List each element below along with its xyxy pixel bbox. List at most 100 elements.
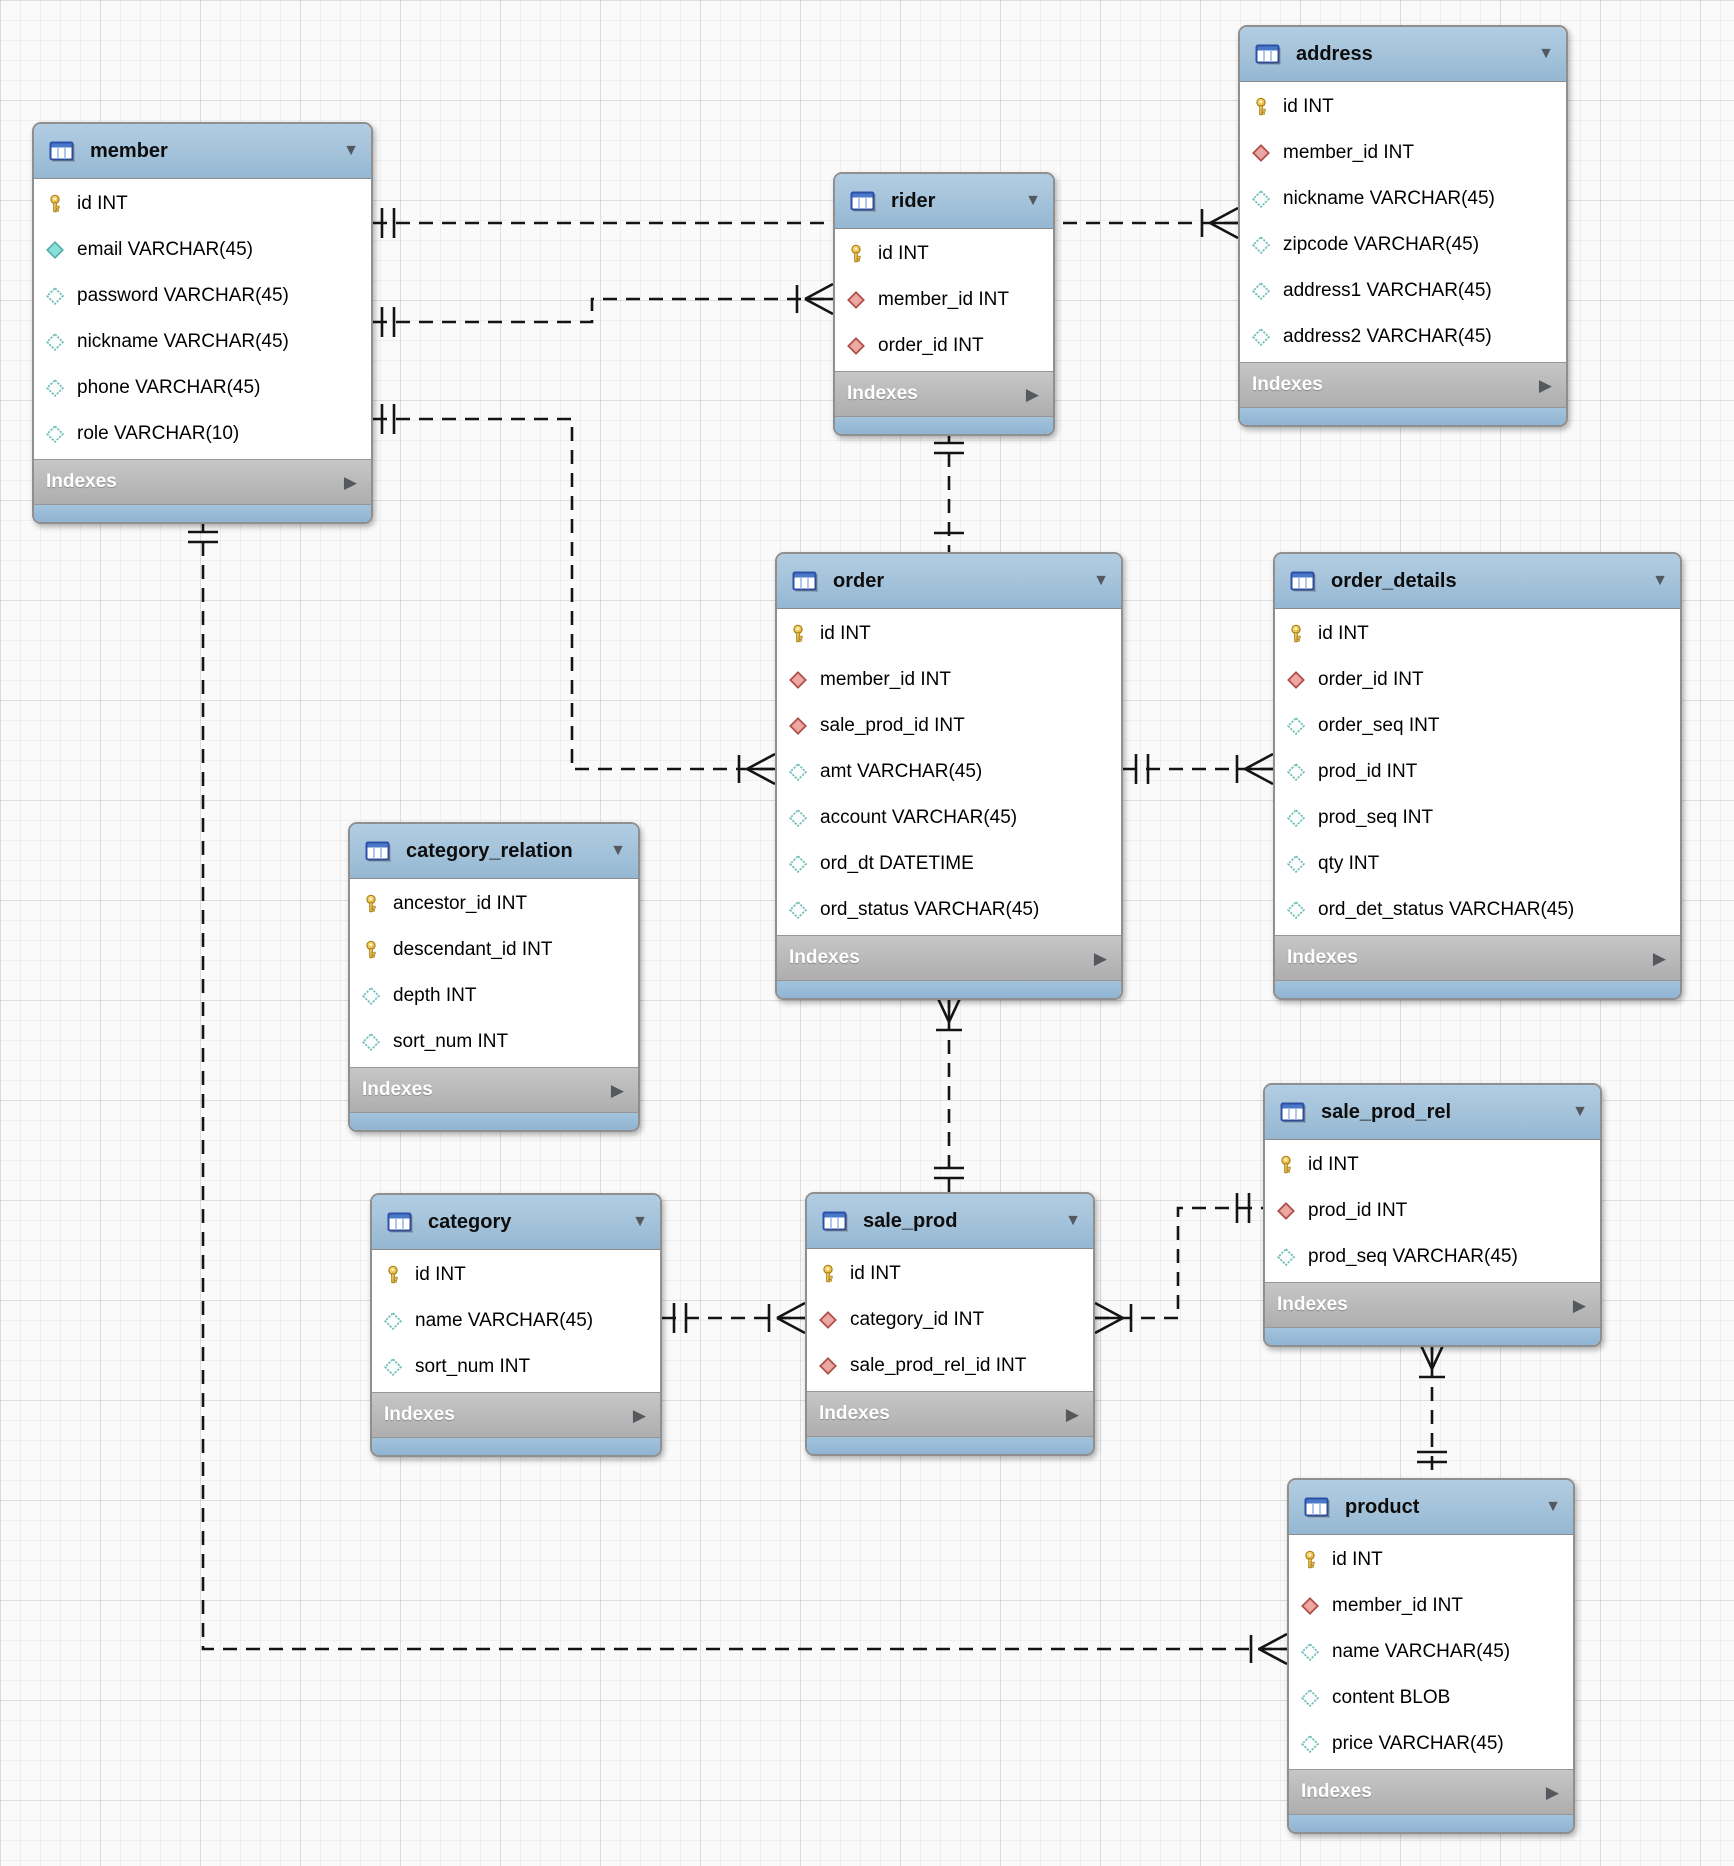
field-row-sale_prod_rel-2[interactable]: prod_seq VARCHAR(45): [1265, 1234, 1600, 1280]
table-member-header[interactable]: member▼: [34, 124, 371, 179]
expand-arrow-icon[interactable]: ▶: [1545, 1782, 1559, 1802]
field-row-order_details-6[interactable]: ord_det_status VARCHAR(45): [1275, 887, 1680, 933]
expand-arrow-icon[interactable]: ▶: [632, 1405, 646, 1425]
field-row-order_details-0[interactable]: id INT: [1275, 611, 1680, 657]
field-row-address-3[interactable]: zipcode VARCHAR(45): [1240, 222, 1566, 268]
field-row-order-0[interactable]: id INT: [777, 611, 1121, 657]
indexes-row[interactable]: Indexes▶: [1275, 935, 1680, 980]
field-row-rider-2[interactable]: order_id INT: [835, 323, 1053, 369]
connector-sale_prod-sale_prod_rel[interactable]: [1094, 1193, 1263, 1335]
connector-member-address[interactable]: [373, 206, 1239, 240]
field-row-order-2[interactable]: sale_prod_id INT: [777, 703, 1121, 749]
connector-member-order[interactable]: [373, 404, 776, 786]
expand-arrow-icon[interactable]: ▶: [1065, 1404, 1079, 1424]
expand-arrow-icon[interactable]: ▶: [343, 472, 357, 492]
field-row-order-1[interactable]: member_id INT: [777, 657, 1121, 703]
indexes-row[interactable]: Indexes▶: [350, 1067, 638, 1112]
field-row-order-3[interactable]: amt VARCHAR(45): [777, 749, 1121, 795]
table-rider-header[interactable]: rider▼: [835, 174, 1053, 229]
collapse-arrow-icon[interactable]: ▼: [1025, 192, 1041, 209]
field-row-member-4[interactable]: phone VARCHAR(45): [34, 365, 371, 411]
field-row-product-1[interactable]: member_id INT: [1289, 1583, 1573, 1629]
collapse-arrow-icon[interactable]: ▼: [1538, 45, 1554, 62]
collapse-arrow-icon[interactable]: ▼: [1572, 1103, 1588, 1120]
indexes-row[interactable]: Indexes▶: [777, 935, 1121, 980]
field-row-category-2[interactable]: sort_num INT: [372, 1344, 660, 1390]
expand-arrow-icon[interactable]: ▶: [1093, 948, 1107, 968]
field-label: role VARCHAR(10): [77, 423, 240, 444]
table-category_relation-header[interactable]: category_relation▼: [350, 824, 638, 879]
field-row-order_details-5[interactable]: qty INT: [1275, 841, 1680, 887]
field-row-category_relation-2[interactable]: depth INT: [350, 973, 638, 1019]
table-category-header[interactable]: category▼: [372, 1195, 660, 1250]
field-row-sale_prod_rel-1[interactable]: prod_id INT: [1265, 1188, 1600, 1234]
table-sale_prod-header[interactable]: sale_prod▼: [807, 1194, 1093, 1249]
field-row-member-0[interactable]: id INT: [34, 181, 371, 227]
indexes-row[interactable]: Indexes▶: [1265, 1282, 1600, 1327]
field-row-member-1[interactable]: email VARCHAR(45): [34, 227, 371, 273]
collapse-arrow-icon[interactable]: ▼: [343, 142, 359, 159]
field-row-address-4[interactable]: address1 VARCHAR(45): [1240, 268, 1566, 314]
table-order_details-header[interactable]: order_details▼: [1275, 554, 1680, 609]
field-row-order-4[interactable]: account VARCHAR(45): [777, 795, 1121, 841]
primary-key-icon: [817, 1264, 839, 1284]
field-row-category_relation-3[interactable]: sort_num INT: [350, 1019, 638, 1065]
expand-arrow-icon[interactable]: ▶: [1025, 384, 1039, 404]
field-row-address-5[interactable]: address2 VARCHAR(45): [1240, 314, 1566, 360]
collapse-arrow-icon[interactable]: ▼: [1065, 1212, 1081, 1229]
expand-arrow-icon[interactable]: ▶: [1572, 1295, 1586, 1315]
indexes-row[interactable]: Indexes▶: [807, 1391, 1093, 1436]
indexes-row[interactable]: Indexes▶: [835, 371, 1053, 416]
field-row-rider-0[interactable]: id INT: [835, 231, 1053, 277]
field-row-member-2[interactable]: password VARCHAR(45): [34, 273, 371, 319]
connector-order-sale_prod[interactable]: [934, 993, 964, 1192]
field-row-sale_prod_rel-0[interactable]: id INT: [1265, 1142, 1600, 1188]
connector-order-order_details[interactable]: [1123, 752, 1274, 786]
field-row-order_details-4[interactable]: prod_seq INT: [1275, 795, 1680, 841]
connector-sale_prod_rel-product[interactable]: [1417, 1340, 1447, 1478]
field-row-product-2[interactable]: name VARCHAR(45): [1289, 1629, 1573, 1675]
collapse-arrow-icon[interactable]: ▼: [1545, 1498, 1561, 1515]
indexes-row[interactable]: Indexes▶: [1240, 362, 1566, 407]
connector-rider-order[interactable]: [934, 430, 964, 552]
indexes-row[interactable]: Indexes▶: [372, 1392, 660, 1437]
field-row-category-0[interactable]: id INT: [372, 1252, 660, 1298]
field-row-order_details-1[interactable]: order_id INT: [1275, 657, 1680, 703]
field-row-order-5[interactable]: ord_dt DATETIME: [777, 841, 1121, 887]
field-row-category_relation-1[interactable]: descendant_id INT: [350, 927, 638, 973]
field-row-product-3[interactable]: content BLOB: [1289, 1675, 1573, 1721]
table-sale_prod_rel-header[interactable]: sale_prod_rel▼: [1265, 1085, 1600, 1140]
field-row-order-6[interactable]: ord_status VARCHAR(45): [777, 887, 1121, 933]
field-row-category-1[interactable]: name VARCHAR(45): [372, 1298, 660, 1344]
table-order-header[interactable]: order▼: [777, 554, 1121, 609]
indexes-row[interactable]: Indexes▶: [34, 459, 371, 504]
field-row-sale_prod-2[interactable]: sale_prod_rel_id INT: [807, 1343, 1093, 1389]
field-row-order_details-3[interactable]: prod_id INT: [1275, 749, 1680, 795]
collapse-arrow-icon[interactable]: ▼: [632, 1213, 648, 1230]
field-row-product-4[interactable]: price VARCHAR(45): [1289, 1721, 1573, 1767]
connector-category-sale_prod[interactable]: [662, 1301, 806, 1335]
field-row-address-0[interactable]: id INT: [1240, 84, 1566, 130]
collapse-arrow-icon[interactable]: ▼: [610, 842, 626, 859]
connector-member-rider[interactable]: [373, 282, 834, 337]
field-row-sale_prod-0[interactable]: id INT: [807, 1251, 1093, 1297]
table-address-header[interactable]: address▼: [1240, 27, 1566, 82]
table-product-header[interactable]: product▼: [1289, 1480, 1573, 1535]
field-row-member-3[interactable]: nickname VARCHAR(45): [34, 319, 371, 365]
indexes-row[interactable]: Indexes▶: [1289, 1769, 1573, 1814]
field-row-sale_prod-1[interactable]: category_id INT: [807, 1297, 1093, 1343]
field-row-category_relation-0[interactable]: ancestor_id INT: [350, 881, 638, 927]
expand-arrow-icon[interactable]: ▶: [1652, 948, 1666, 968]
field-row-address-1[interactable]: member_id INT: [1240, 130, 1566, 176]
expand-arrow-icon[interactable]: ▶: [1538, 375, 1552, 395]
field-row-product-0[interactable]: id INT: [1289, 1537, 1573, 1583]
collapse-arrow-icon[interactable]: ▼: [1652, 572, 1668, 589]
connector-member-product[interactable]: [188, 519, 1288, 1666]
field-row-address-2[interactable]: nickname VARCHAR(45): [1240, 176, 1566, 222]
field-row-order_details-2[interactable]: order_seq INT: [1275, 703, 1680, 749]
field-row-rider-1[interactable]: member_id INT: [835, 277, 1053, 323]
field-row-member-5[interactable]: role VARCHAR(10): [34, 411, 371, 457]
expand-arrow-icon[interactable]: ▶: [610, 1080, 624, 1100]
collapse-arrow-icon[interactable]: ▼: [1093, 572, 1109, 589]
